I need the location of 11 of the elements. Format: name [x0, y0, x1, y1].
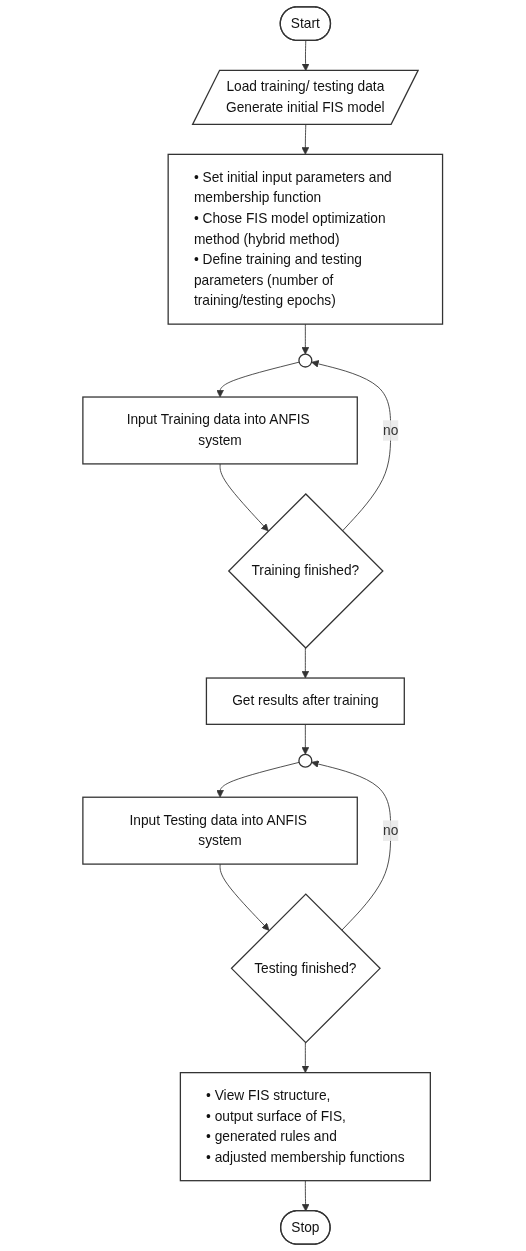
node-diamond: Testing finished? [230, 893, 382, 1044]
node-circle [298, 353, 313, 368]
node-box: • View FIS structure, • output surface of FIS, • generated rules and • adjusted membership functions [180, 1072, 432, 1182]
node-circle [298, 753, 313, 768]
node-box: • Set initial input parameters and membership function • Chose FIS model optimization method (hybrid method) • Define training and testing parameters (number of training/testing epochs) [167, 153, 444, 325]
node-box: Get results after training [206, 677, 406, 725]
edge-label: no [383, 422, 399, 438]
node-diamond: Training finished? [228, 493, 385, 649]
node-box: Input Testing data into ANFIS system [82, 796, 359, 865]
edge-label: no [383, 822, 399, 838]
node-box: Input Training data into ANFIS system [82, 396, 359, 465]
